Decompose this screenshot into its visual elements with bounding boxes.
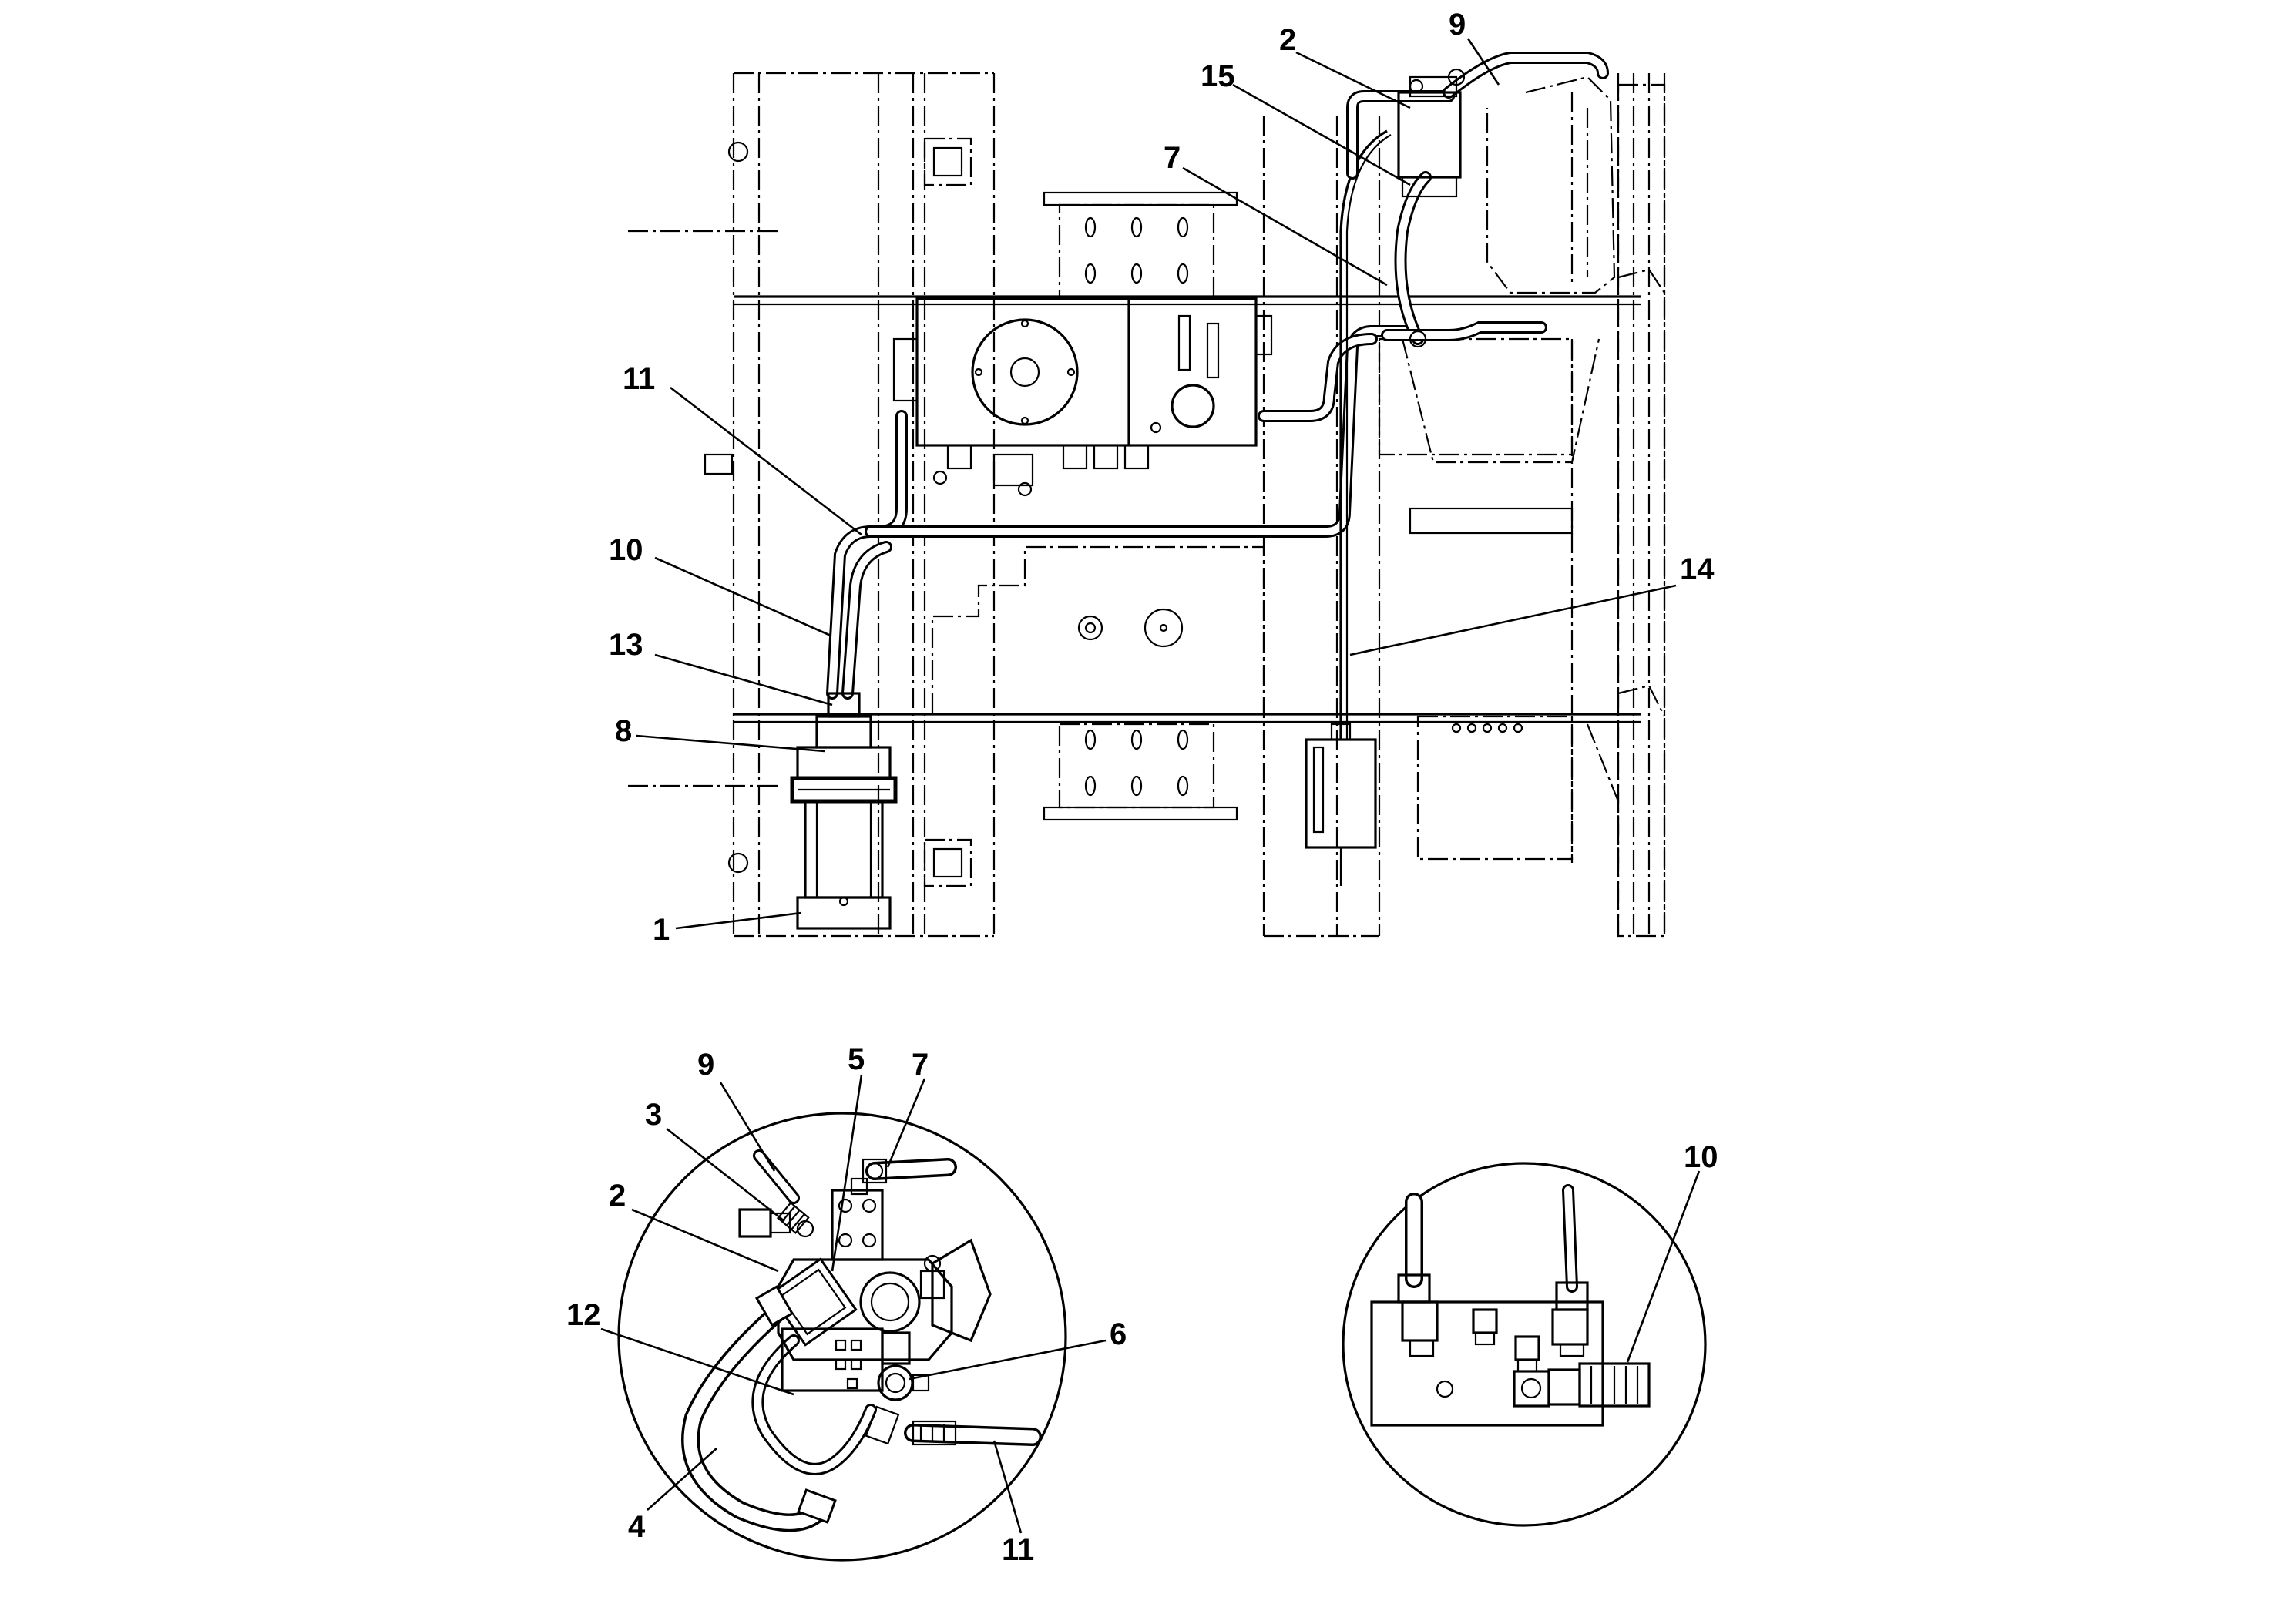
callout-12-detail: 12 (566, 1298, 601, 1332)
callout-4-detail: 4 (628, 1510, 646, 1544)
hydraulic-tank (892, 297, 1273, 497)
frame-outline (628, 72, 1666, 938)
callout-15-main: 15 (1201, 59, 1235, 93)
filter-unit (1305, 723, 1377, 886)
callout-5-detail: 5 (848, 1042, 865, 1076)
callout-11-main: 11 (623, 362, 655, 396)
callout-3-detail: 3 (645, 1098, 662, 1132)
hose-routing (826, 52, 1609, 740)
callout-8-main: 8 (615, 714, 632, 748)
callout-2-main: 2 (1279, 23, 1296, 57)
callout-6-detail: 6 (1110, 1317, 1127, 1351)
callout-2-detail: 2 (609, 1179, 626, 1213)
callout-11-detail: 11 (1002, 1533, 1034, 1567)
callout-7-main: 7 (1164, 141, 1181, 175)
callout-10-main: 10 (609, 533, 643, 567)
callout-9-detail: 9 (697, 1048, 714, 1082)
main-leader-lines (636, 38, 1677, 930)
pump-assembly (790, 692, 898, 930)
callout-7-detail: 7 (912, 1048, 929, 1082)
callout-9-main: 9 (1449, 8, 1466, 42)
callout-1-main: 1 (653, 913, 670, 947)
detail-right-view: 10 (1342, 1140, 1718, 1527)
callout-10-detail: 10 (1684, 1140, 1718, 1174)
main-callouts: 11 10 13 8 1 2 15 7 9 14 (609, 8, 1715, 947)
callout-13-main: 13 (609, 628, 643, 662)
detail-left-view: 9 3 2 12 4 5 7 6 11 (566, 1042, 1127, 1567)
callout-14-main: 14 (1680, 552, 1715, 586)
